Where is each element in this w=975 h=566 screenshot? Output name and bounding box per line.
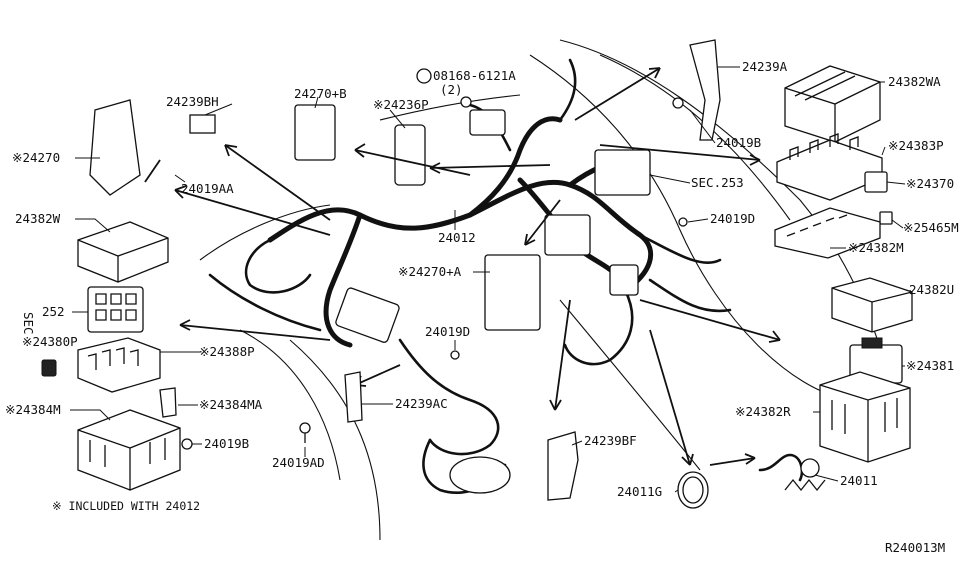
- label-24012: 24012: [438, 230, 476, 245]
- box-24384M: [77, 409, 181, 491]
- label-24382WA: 24382WA: [888, 74, 941, 89]
- vehicle-body-outline: [199, 39, 901, 541]
- label-sec-253: SEC.253: [691, 175, 744, 190]
- fuse-block-24388P: [77, 337, 161, 393]
- bracket-24239A: [689, 39, 721, 141]
- label-24019B-bottom: 24019B: [204, 436, 249, 451]
- bolt-24019AD: [299, 422, 311, 443]
- bolt-08168: [460, 96, 472, 108]
- bracket-24239BF: [547, 431, 579, 501]
- label-24270A: ※24270+A: [398, 264, 462, 279]
- relay-24380P: [41, 359, 57, 377]
- label-24382W: 24382W: [15, 211, 61, 226]
- relay-block-252: [87, 286, 144, 333]
- cover-24382U: [831, 277, 913, 333]
- relay-24370: [864, 171, 888, 193]
- label-252: 252: [42, 304, 65, 319]
- label-24019B-top: 24019B: [716, 135, 761, 150]
- label-24239BF: 24239BF: [584, 433, 637, 448]
- grommet-24011G: [677, 471, 709, 509]
- label-24388P: ※24388P: [199, 344, 255, 359]
- label-24370: ※24370: [906, 176, 954, 191]
- bolt-24019D-right: [678, 217, 688, 227]
- fuse-block-24383P: [776, 133, 883, 201]
- label-08168-6121A: 08168-6121A: [433, 68, 516, 83]
- label-sec: SEC: [21, 312, 36, 335]
- label-24019AA: 24019AA: [181, 181, 234, 196]
- label-24382U: 24382U: [909, 282, 954, 297]
- bracket-24239AC: [344, 371, 363, 423]
- harness-components: [89, 99, 651, 494]
- label-24270B: 24270+B: [294, 86, 347, 101]
- label-24384MA: ※24384MA: [199, 397, 263, 412]
- label-24239A: 24239A: [742, 59, 788, 74]
- relay-25465M: [879, 211, 893, 225]
- label-24019D-right: 24019D: [710, 211, 755, 226]
- label-24383P: ※24383P: [888, 138, 944, 153]
- leader-lines: [70, 66, 913, 493]
- label-25465M: ※25465M: [903, 220, 959, 235]
- bracket-24384MA: [159, 387, 177, 418]
- label-08168-qty: (2): [440, 82, 463, 97]
- relay-box-24382W: [77, 221, 169, 283]
- label-24239BH: 24239BH: [166, 94, 219, 109]
- label-24382R: ※24382R: [735, 404, 791, 419]
- reference-code: R240013M: [885, 540, 945, 555]
- label-24380P: ※24380P: [22, 334, 78, 349]
- box-24382R: [819, 371, 911, 463]
- label-24384M: ※24384M: [5, 402, 61, 417]
- bolt-24019B-bottom: [181, 438, 193, 450]
- cable-24011: [758, 453, 826, 492]
- label-24011: 24011: [840, 473, 878, 488]
- label-24270: ※24270: [12, 150, 60, 165]
- footnote: ※ INCLUDED WITH 24012: [52, 499, 200, 513]
- label-24381: ※24381: [906, 358, 954, 373]
- bolt-24019B-top: [672, 97, 684, 109]
- label-24019D-mid: 24019D: [425, 324, 470, 339]
- s-symbol: [416, 68, 432, 84]
- label-24239AC: 24239AC: [395, 396, 448, 411]
- label-24236P: ※24236P: [373, 97, 429, 112]
- callout-labels: 24239A 24382WA 08168-6121A (2) 24239BH 2…: [5, 59, 959, 499]
- block-24382M: [774, 207, 881, 259]
- label-24019AD: 24019AD: [272, 455, 325, 470]
- cover-24382WA: [784, 65, 881, 143]
- label-24011G: 24011G: [617, 484, 662, 499]
- bolt-24019D-mid: [450, 350, 460, 360]
- label-24382M: ※24382M: [848, 240, 904, 255]
